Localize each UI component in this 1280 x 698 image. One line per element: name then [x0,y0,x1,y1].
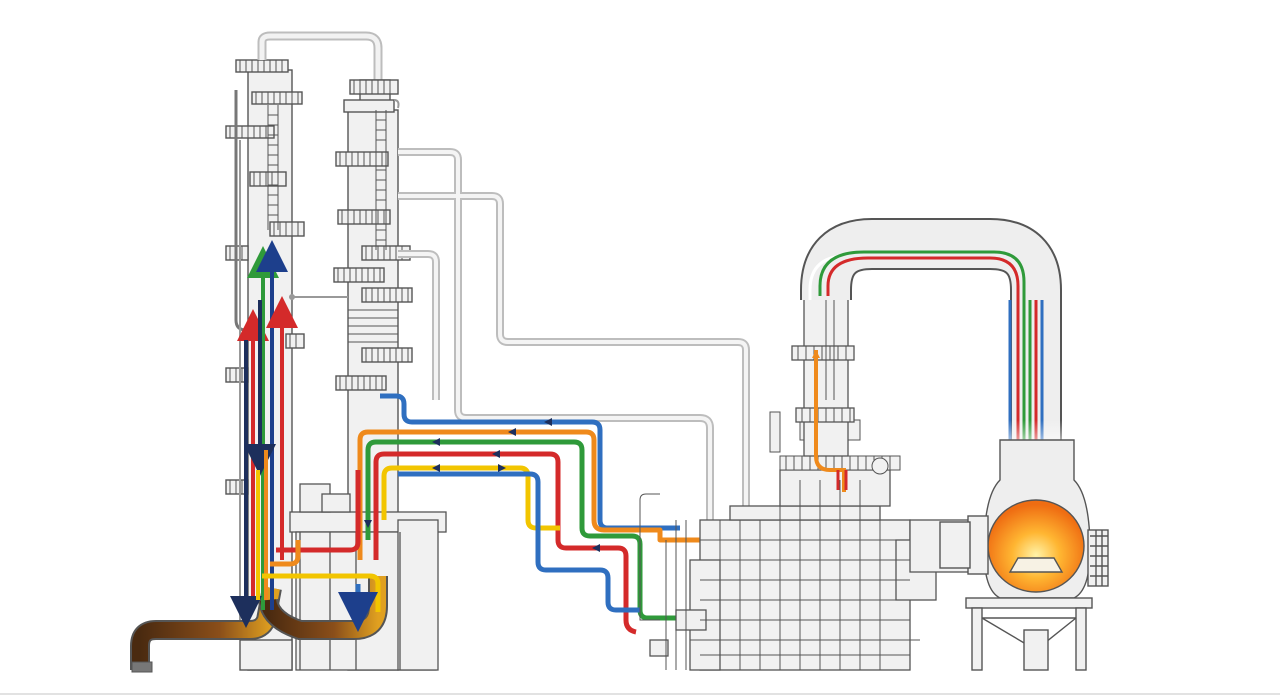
riser-orange-stream [814,350,846,492]
column-left-railings [229,60,299,494]
column-base-structure [289,483,447,671]
crossover-duct [800,218,1074,480]
riser-railings [797,300,851,422]
grey-process-pipes [398,148,750,520]
colored-streams-left [230,240,298,628]
column-right-railings [337,80,409,390]
heat-exchanger-block [649,469,971,671]
furnace-reactor [939,439,1109,671]
flow-arrows [364,418,600,552]
